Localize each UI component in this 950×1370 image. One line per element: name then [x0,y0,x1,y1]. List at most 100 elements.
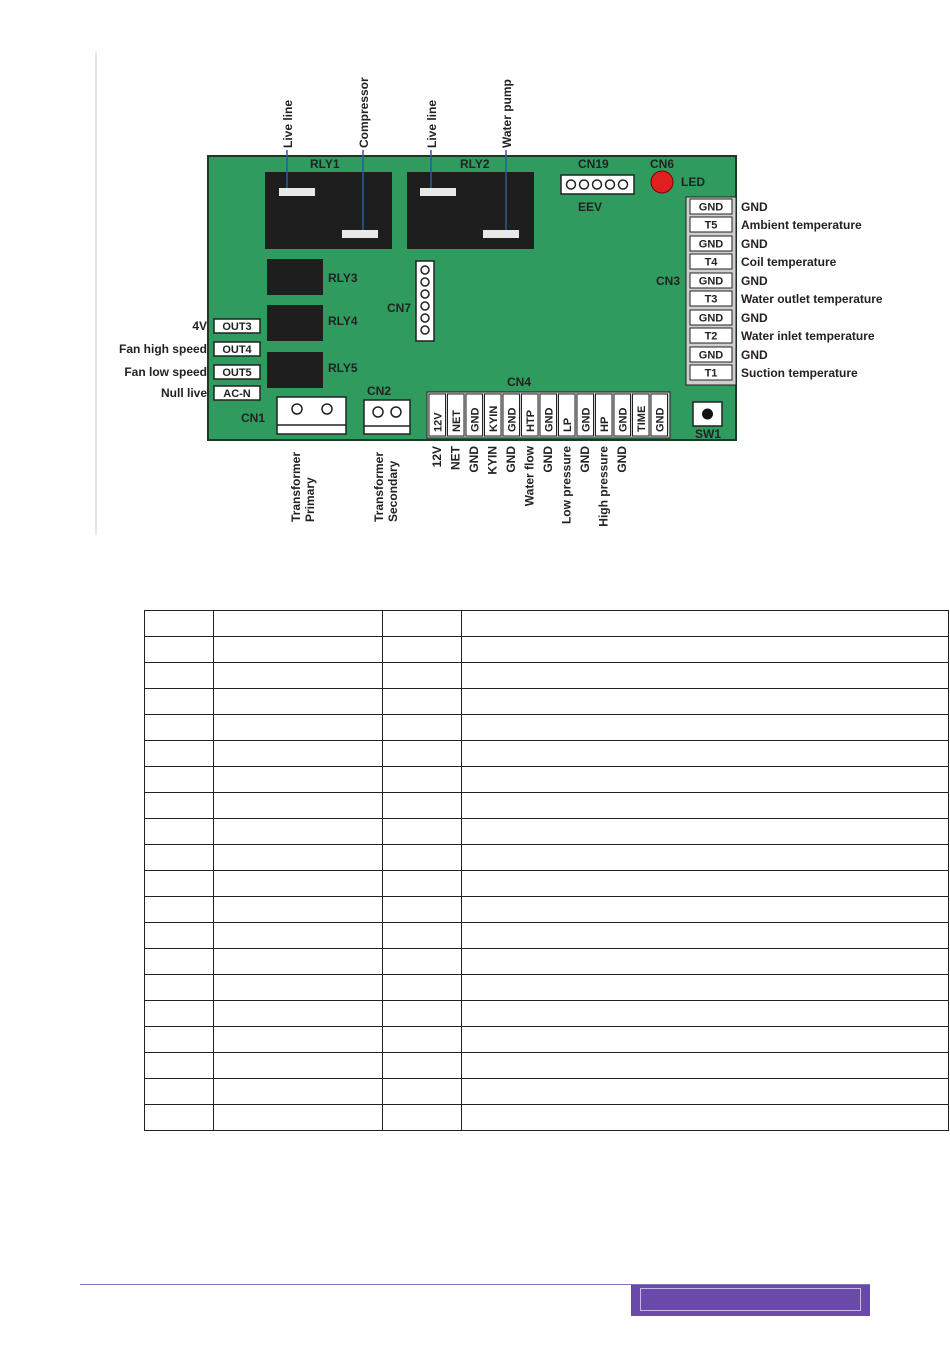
table-cell [382,688,462,715]
label-transformer-secondary-1: Transformer [372,452,386,522]
cn3-pin-box [689,235,733,252]
cn2-pin-2 [390,406,402,418]
pad-rly1-comp [342,230,378,238]
table-cell [213,818,383,845]
cn3-signal-label: GND [741,311,768,325]
table-cell [144,948,214,975]
cn4-pin-box [465,393,483,437]
cn3-pin-box [689,364,733,381]
table-cell [382,740,462,767]
label-sw1: SW1 [695,427,721,441]
table-cell [213,1078,383,1105]
table-cell [382,974,462,1001]
table-cell [461,896,949,923]
cn3-pin-box [689,290,733,307]
cn3-pin-label: GND [699,313,724,325]
cn4-signal-label: High pressure [597,446,611,527]
table-cell [461,714,949,741]
cn4-pin-box [558,393,576,437]
cn4-pin-label: GND [618,408,630,433]
cn4-pin-label: GND [507,408,519,433]
cn3-signal-label: GND [741,348,768,362]
cn4-pin-box [539,393,557,437]
table-cell [461,974,949,1001]
table-row [144,610,949,637]
table-cell [144,688,214,715]
cn4-pin-box [428,393,446,437]
table-cell [144,844,214,871]
table-row [144,662,949,689]
table-cell [213,636,383,663]
table-row [144,636,949,663]
cn3-pin-label: T3 [705,294,718,306]
table-cell [144,1078,214,1105]
table-cell [213,714,383,741]
label-cn2: CN2 [367,384,391,398]
table-cell [461,1026,949,1053]
table-cell [144,1104,214,1131]
table-cell [213,792,383,819]
cn4-pin-label: GND [581,408,593,433]
cn3-pin-box [689,198,733,215]
specification-table [144,610,949,1131]
table-row [144,1078,949,1105]
table-cell [144,1000,214,1027]
table-cell [144,1026,214,1053]
connector-cn7 [415,260,435,342]
table-cell [382,662,462,689]
cn4-pin-label: NET [451,410,463,432]
cn3-pin-label: GND [699,276,724,288]
table-cell [213,870,383,897]
cn4-pin-box [595,393,613,437]
cn4-signal-label: GND [504,446,518,473]
relay-rly3 [267,259,323,295]
cn4-pin-label: HP [599,417,611,432]
table-cell [461,792,949,819]
cn4-signal-label: Water flow [523,445,537,506]
label-eev: EEV [578,200,602,214]
table-cell [213,766,383,793]
output-box-label: OUT4 [222,344,252,356]
label-transformer-secondary-2: Secondary [386,460,400,522]
table-cell [382,896,462,923]
cn4-pin-label: GND [544,408,556,433]
table-cell [382,766,462,793]
output-box-label: AC-N [223,388,251,400]
table-cell [213,896,383,923]
table-row [144,818,949,845]
table-cell [144,922,214,949]
table-cell [213,740,383,767]
wire-label-live-line-2: Live line [425,100,439,148]
cn3-pin-box [689,327,733,344]
cn2-pin-1 [372,406,384,418]
connector-cn19 [560,174,635,195]
table-cell [382,792,462,819]
table-row [144,1104,949,1131]
cn4-pin-box [502,393,520,437]
cn4-pin-box [632,393,650,437]
table-row [144,974,949,1001]
cn4-pin-label: LP [562,418,574,432]
label-led: LED [681,175,705,189]
wire-label-live-line-1: Live line [281,100,295,148]
table-cell [213,1104,383,1131]
table-cell [144,792,214,819]
table-row [144,844,949,871]
cn3-signal-label: Ambient temperature [741,218,862,232]
cn4-pin-box [484,393,502,437]
table-cell [461,636,949,663]
cn4-pin-box [447,393,465,437]
cn3-pin-label: GND [699,350,724,362]
led-indicator [650,170,674,194]
table-cell [461,740,949,767]
footer-badge-inner [640,1288,861,1311]
table-cell [144,740,214,767]
cn4-signal-label: GND [541,446,555,473]
cn4-pin-label: TIME [636,406,648,432]
table-cell [144,714,214,741]
cn4-pin-box [576,393,594,437]
footer-rule [80,1284,870,1285]
